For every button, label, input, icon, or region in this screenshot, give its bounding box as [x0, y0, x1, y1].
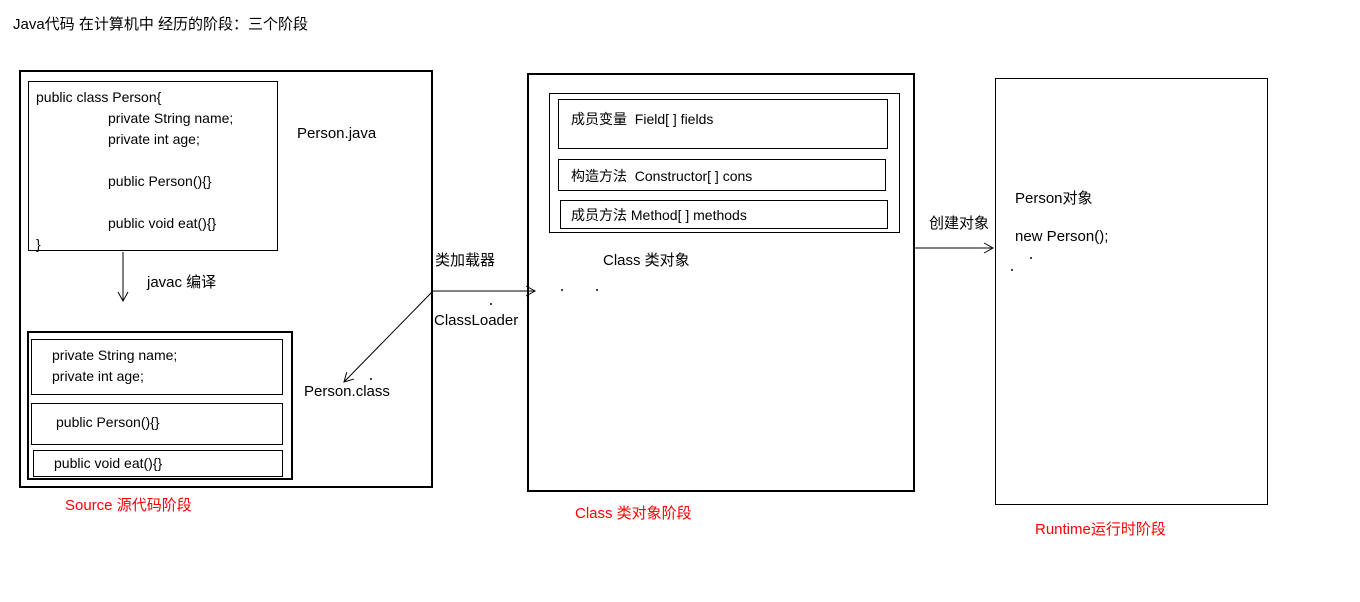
javac-compile-label: javac 编译: [147, 274, 217, 291]
code-line: public Person(){}: [108, 173, 212, 189]
class-object-label: Class 类对象: [603, 252, 690, 269]
person-java-code-box: public class Person{ private String name…: [28, 81, 278, 252]
source-stage-box: [19, 70, 433, 488]
runtime-stage-box: [995, 78, 1268, 505]
method-member-box: 成员方法 Method[ ] methods: [560, 200, 888, 229]
bytecode-fields-box: private String name; private int age;: [31, 339, 283, 395]
stray-dot: [490, 303, 492, 305]
bytecode-method-box: public void eat(){}: [33, 450, 283, 477]
bytecode-constructor-box: public Person(){}: [31, 403, 283, 445]
person-object-label: Person对象: [1015, 190, 1093, 207]
person-class-outer-box: [27, 331, 293, 480]
runtime-stage-label: Runtime运行时阶段: [1035, 521, 1166, 538]
bytecode-fields-line1: private String name;: [52, 347, 178, 363]
code-line-blank: [36, 150, 277, 171]
bytecode-fields-line2: private int age;: [52, 368, 144, 384]
create-object-label: 创建对象: [929, 215, 990, 232]
class-loader-label-cn: 类加载器: [435, 252, 496, 269]
stray-dot: [1030, 257, 1032, 259]
class-stage-box: [527, 73, 915, 492]
bytecode-constructor-line: public Person(){}: [56, 414, 160, 430]
code-line: public void eat(){}: [108, 215, 217, 231]
person-java-code: public class Person{ private String name…: [29, 82, 277, 255]
page-title: Java代码 在计算机中 经历的阶段：三个阶段: [13, 16, 309, 33]
stray-dot: [370, 378, 372, 380]
method-member-label: 成员方法 Method[ ] methods: [571, 207, 747, 223]
person-class-label: Person.class: [304, 383, 390, 400]
constructor-member-label: 构造方法 Constructor[ ] cons: [571, 168, 753, 184]
source-stage-label: Source 源代码阶段: [65, 497, 192, 514]
bytecode-method-line: public void eat(){}: [54, 455, 163, 471]
field-member-box: 成员变量 Field[ ] fields: [558, 99, 888, 149]
class-stage-label: Class 类对象阶段: [575, 505, 692, 522]
constructor-member-box: 构造方法 Constructor[ ] cons: [558, 159, 886, 191]
new-person-statement: new Person();: [1015, 228, 1109, 245]
class-loader-label-en: ClassLoader: [434, 312, 519, 329]
class-members-container-box: [549, 93, 900, 233]
stray-dot: [596, 289, 598, 291]
person-class-pointer-arrow: [343, 290, 434, 383]
code-line: private int age;: [108, 131, 200, 147]
stray-dot: [561, 289, 563, 291]
code-line: public class Person{: [36, 89, 162, 105]
code-line: }: [36, 236, 41, 252]
code-line-blank: [36, 192, 277, 213]
field-member-label: 成员变量 Field[ ] fields: [571, 111, 714, 127]
code-line: private String name;: [108, 110, 234, 126]
person-java-label: Person.java: [297, 125, 377, 142]
stray-dot: [1011, 269, 1013, 271]
